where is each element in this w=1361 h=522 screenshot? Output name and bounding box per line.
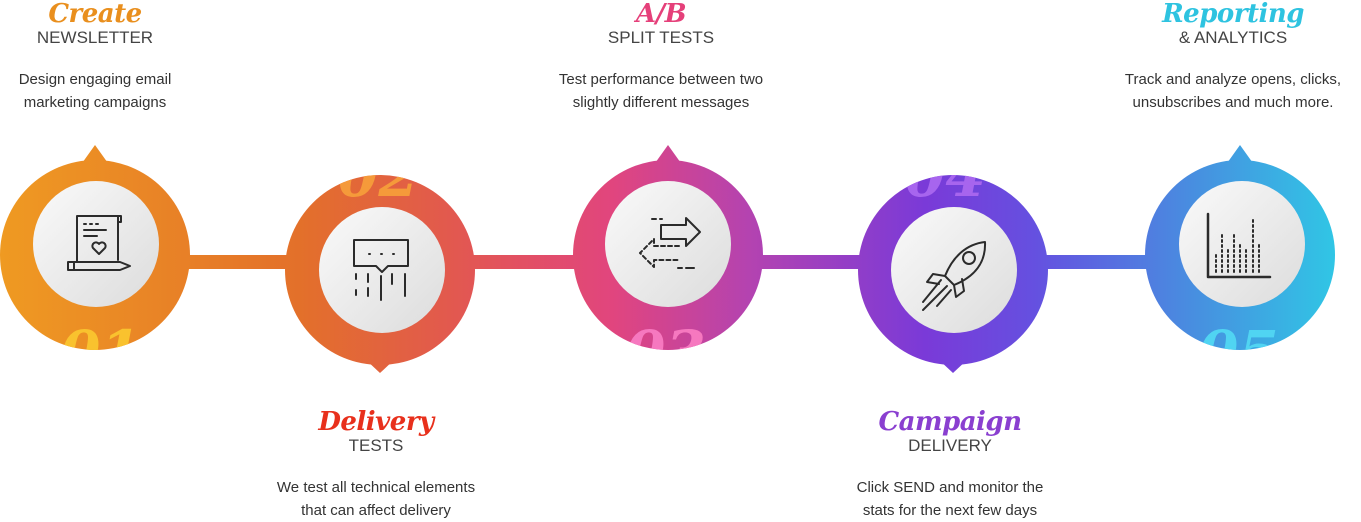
newsletter-scroll-pencil-icon bbox=[67, 215, 131, 271]
desc-line: We test all technical elements bbox=[276, 479, 476, 496]
step-3-text: A/B SPLIT TESTS Test performance between… bbox=[511, 0, 811, 114]
bar-chart-icon bbox=[1206, 212, 1272, 279]
step-description: Click SEND and monitor the stats for the … bbox=[800, 476, 1100, 522]
step-subtitle: SPLIT TESTS bbox=[607, 28, 715, 47]
pointer-4 bbox=[938, 359, 968, 373]
icon-disc-1 bbox=[33, 181, 159, 307]
desc-line: slightly different messages bbox=[572, 94, 750, 111]
step-description: Design engaging email marketing campaigns bbox=[0, 68, 245, 114]
pointer-3 bbox=[653, 145, 683, 166]
desc-line: that can affect delivery bbox=[301, 502, 451, 519]
rocket-icon bbox=[922, 241, 987, 311]
desc-line: Design engaging email bbox=[18, 71, 172, 88]
step-2-text: Delivery TESTS We test all technical ele… bbox=[226, 408, 526, 522]
icon-disc-2 bbox=[319, 207, 445, 333]
step-description: We test all technical elements that can a… bbox=[226, 476, 526, 522]
step-title: Reporting bbox=[1162, 0, 1304, 29]
swap-arrows-icon bbox=[639, 217, 701, 269]
step-number-5: 05 bbox=[1198, 318, 1279, 386]
step-subtitle: DELIVERY bbox=[908, 436, 992, 455]
step-4-text: Campaign DELIVERY Click SEND and monitor… bbox=[800, 408, 1100, 522]
step-description: Test performance between two slightly dif… bbox=[511, 68, 811, 114]
step-title: A/B bbox=[635, 0, 687, 29]
desc-line: Test performance between two bbox=[558, 71, 764, 88]
step-title: Delivery bbox=[318, 407, 434, 437]
pointer-1 bbox=[80, 145, 110, 166]
step-description: Track and analyze opens, clicks, unsubscr… bbox=[1083, 68, 1361, 114]
step-1-text: Create NEWSLETTER Design engaging email m… bbox=[0, 0, 245, 114]
step-number-3: 03 bbox=[625, 318, 706, 386]
step-subtitle: TESTS bbox=[348, 436, 404, 455]
step-number-4: 04 bbox=[905, 142, 986, 210]
desc-line: Click SEND and monitor the bbox=[856, 479, 1044, 496]
icon-disc-3 bbox=[605, 181, 731, 307]
icon-disc-4 bbox=[891, 207, 1017, 333]
icon-disc-5 bbox=[1179, 181, 1305, 307]
pointer-5 bbox=[1225, 145, 1255, 166]
desc-line: Track and analyze opens, clicks, bbox=[1124, 71, 1342, 88]
pointer-2 bbox=[365, 359, 395, 373]
step-number-1: 01 bbox=[60, 318, 141, 386]
chat-bubble-delivery-icon bbox=[353, 239, 409, 301]
desc-line: unsubscribes and much more. bbox=[1132, 94, 1334, 111]
step-subtitle: & ANALYTICS bbox=[1178, 28, 1288, 47]
step-number-2: 02 bbox=[338, 142, 419, 210]
step-title: Campaign bbox=[878, 407, 1022, 437]
step-title: Create bbox=[48, 0, 142, 29]
desc-line: marketing campaigns bbox=[23, 94, 167, 111]
desc-line: stats for the next few days bbox=[862, 502, 1038, 519]
step-subtitle: NEWSLETTER bbox=[36, 28, 154, 47]
step-5-text: Reporting & ANALYTICS Track and analyze … bbox=[1083, 0, 1361, 114]
